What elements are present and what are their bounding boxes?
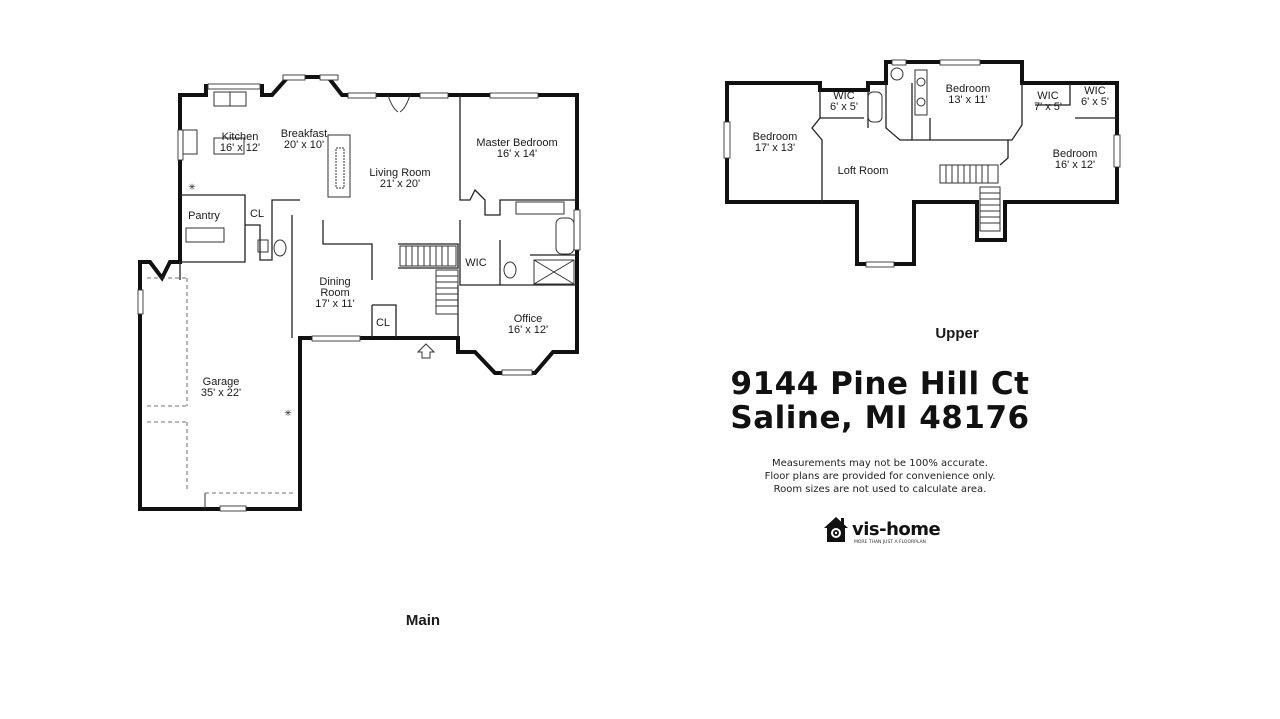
kitchen-pantry-wall (180, 194, 300, 261)
fireplace-hearth (335, 147, 345, 189)
room-label: Office (514, 313, 543, 325)
room-label: Loft Room (838, 165, 889, 177)
room-dims: 21' x 20' (380, 178, 420, 190)
french-door (387, 94, 411, 113)
cooktop (182, 129, 198, 155)
brand-name: vis-home (852, 519, 941, 540)
room-label: Bedroom (946, 83, 991, 95)
room-label: WIC (833, 90, 854, 102)
vis-home-logo: vis-home MORE THAN JUST A FLOORPLAN (822, 514, 942, 548)
address-line-1: 9144 Pine Hill Ct (730, 366, 1030, 402)
window (219, 505, 247, 512)
room-label: Bedroom (753, 131, 798, 143)
window (489, 92, 539, 99)
room-label: WIC (1084, 85, 1105, 97)
vanity (515, 201, 565, 215)
window (501, 369, 533, 376)
fireplace (327, 134, 351, 198)
room-dims: 6' x 5' (830, 101, 858, 113)
window (137, 289, 144, 315)
window (311, 335, 361, 342)
entry-arrow-icon (416, 343, 436, 359)
room-dims: 35' x 22' (201, 387, 241, 399)
room-label: Breakfast (281, 128, 327, 140)
window (319, 74, 339, 81)
room-dims: 16' x 12' (1055, 159, 1095, 171)
room-dims: 20' x 10' (284, 139, 324, 151)
bedroom-wall (930, 83, 1023, 141)
dining-partition (322, 220, 373, 280)
window (865, 261, 895, 268)
room-label: Living Room (369, 167, 430, 179)
snowflake-icon: ✳ (188, 182, 196, 192)
room-label: Garage (203, 376, 240, 388)
window (939, 59, 981, 66)
toilet (890, 67, 904, 81)
stair-wall (398, 243, 459, 269)
floor-label-upper: Upper (935, 325, 979, 342)
disclaimer-line: Measurements may not be 100% accurate. (772, 458, 988, 469)
upper-floor-plan: Bedroom 17' x 13' WIC 6' x 5' Loft Room … (723, 59, 1121, 342)
room-dims: 13' x 11' (948, 94, 987, 106)
address-line-2: Saline, MI 48176 (730, 400, 1030, 436)
bedroom-wall (811, 90, 823, 202)
staircase (939, 164, 1001, 232)
bath-wall (885, 83, 912, 141)
room-label: WIC (465, 257, 486, 269)
brand-tagline: MORE THAN JUST A FLOORPLAN (854, 540, 926, 545)
main-exterior-wall (138, 75, 579, 511)
window (347, 92, 377, 99)
window (177, 129, 184, 161)
wic-wall (1035, 83, 1071, 106)
sink (257, 239, 269, 253)
disclaimer-line: Floor plans are provided for convenience… (764, 471, 996, 482)
room-dims: 16' x 12' (508, 324, 548, 336)
master-bedroom-wall (459, 95, 577, 216)
room-label: WIC (1037, 90, 1058, 102)
window (1113, 134, 1121, 168)
window (419, 92, 449, 99)
disclaimer-line: Room sizes are not used to calculate are… (773, 484, 987, 495)
room-label: Kitchen (222, 131, 259, 143)
window (282, 74, 306, 81)
staircase (399, 245, 459, 315)
toilet (273, 239, 287, 257)
room-label: Bedroom (1053, 148, 1098, 160)
bath-wall (911, 83, 931, 141)
room-dims: 6' x 5' (1081, 96, 1109, 108)
main-floor-plan: ✳ ✳ Kitchen 16' x 12' Breakfast 20' x 10… (137, 74, 581, 629)
snowflake-icon: ✳ (284, 408, 292, 418)
room-label: CL (250, 208, 264, 220)
window (891, 59, 907, 66)
vanity (914, 69, 928, 116)
room-dims: 17' x 13' (755, 142, 795, 154)
room-dims: 16' x 12' (220, 142, 260, 154)
house-camera-icon (824, 517, 848, 542)
room-label: Master Bedroom (476, 137, 557, 149)
room-dims: 16' x 14' (497, 148, 537, 160)
bathtub (867, 91, 883, 123)
shower (533, 259, 575, 285)
window (207, 83, 261, 90)
window (573, 209, 581, 251)
bathtub (555, 217, 575, 255)
room-dims: 7' x 5' (1034, 101, 1062, 113)
room-label: Pantry (188, 210, 220, 222)
bath-wall (459, 220, 577, 286)
window (723, 121, 731, 159)
kitchen-island (213, 137, 245, 155)
toilet (503, 261, 517, 279)
washer-dryer (185, 227, 225, 243)
pantry-wall (180, 225, 246, 263)
room-dims: 17' x 11' (315, 298, 354, 310)
bedroom-wall (999, 140, 1009, 166)
closet-wall (372, 304, 397, 338)
floor-label-main: Main (406, 612, 440, 629)
room-label: CL (376, 317, 390, 329)
